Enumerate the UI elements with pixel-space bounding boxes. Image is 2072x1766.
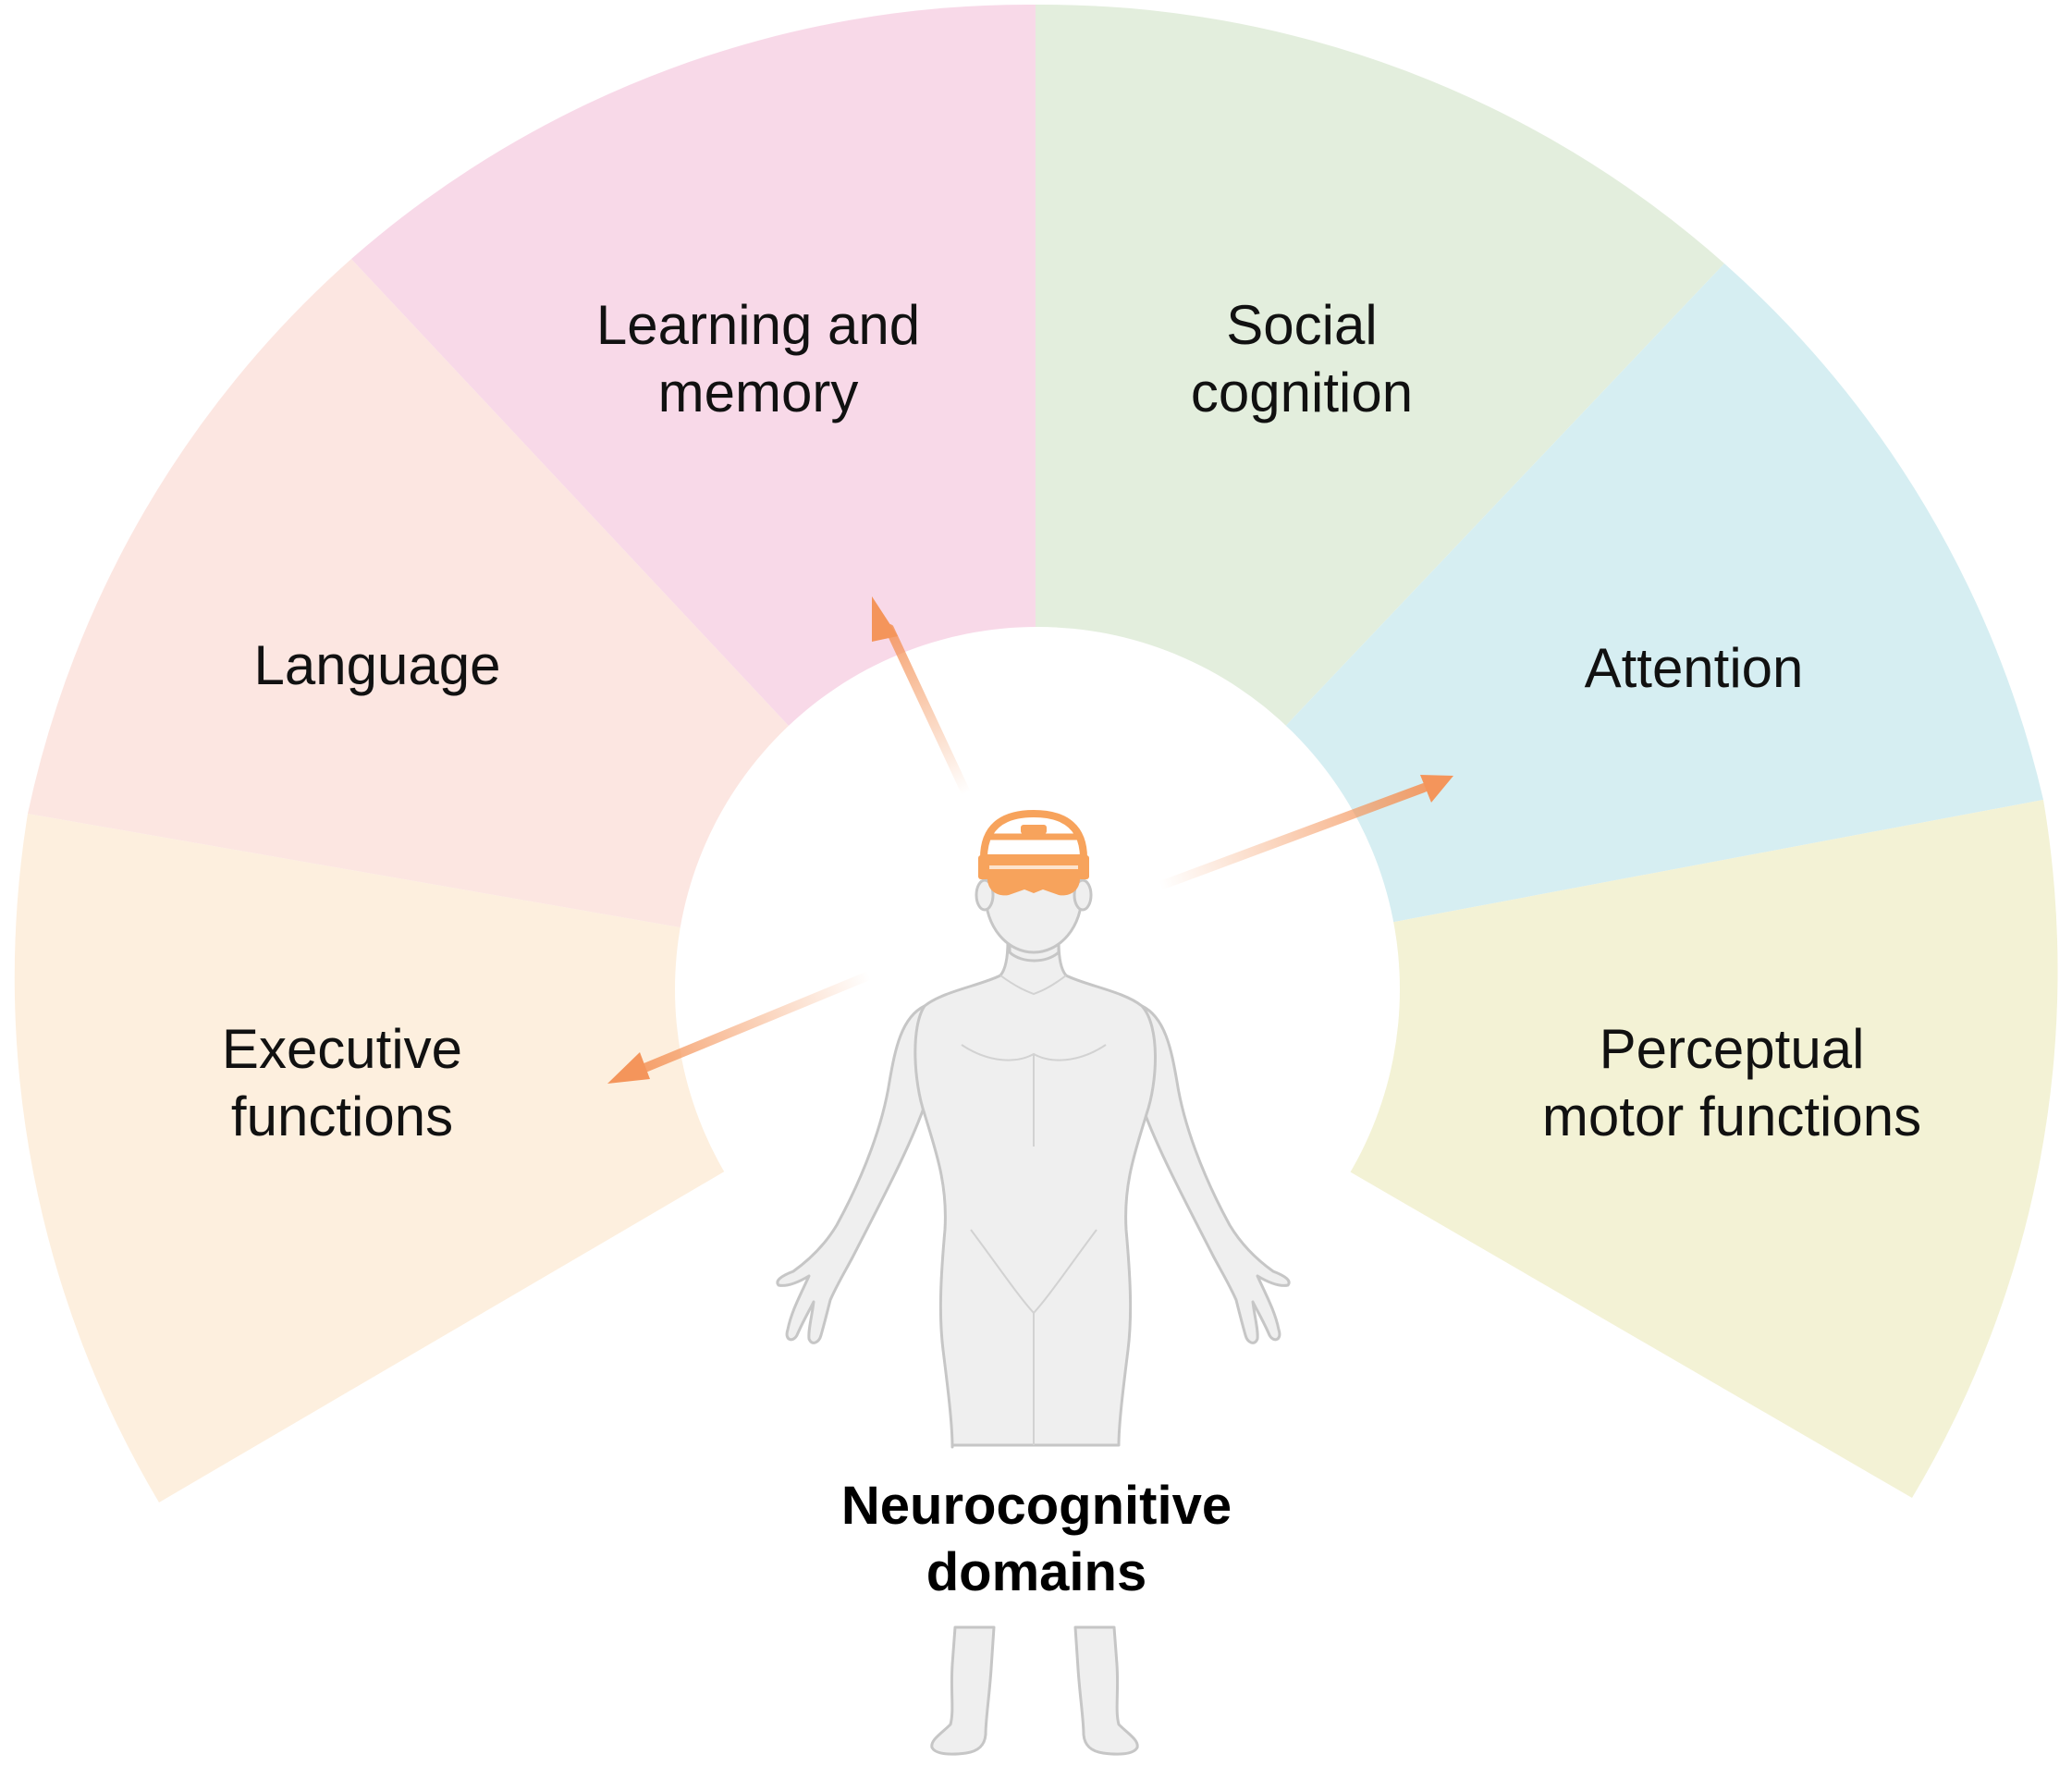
label-learning-and-memory: Learning and xyxy=(596,294,920,356)
body-detail-lines xyxy=(961,975,1107,1445)
arrowhead-up xyxy=(872,596,898,642)
human-figure-legs xyxy=(930,1625,1139,1756)
center-title: Neurocognitive xyxy=(841,1476,1232,1536)
label-attention: Attention xyxy=(1585,637,1804,699)
human-figure-icon xyxy=(776,836,1291,1449)
arrow-to-attention xyxy=(1156,775,1453,890)
label-social-cognition-line2: cognition xyxy=(1191,362,1413,423)
arrow-to-executive-functions xyxy=(607,971,874,1084)
arrow-to-learning-and-memory xyxy=(872,596,971,798)
label-executive-functions: Executive xyxy=(222,1018,462,1080)
label-language: Language xyxy=(254,634,501,696)
label-perceptual-motor-functions-line2: motor functions xyxy=(1542,1085,1921,1147)
ears xyxy=(975,878,1093,912)
center-title-line2: domains xyxy=(926,1542,1147,1602)
arrowhead-right xyxy=(1420,775,1453,803)
vr-headset-icon xyxy=(978,809,1089,896)
arrowhead-left xyxy=(607,1052,650,1084)
label-social-cognition: Social xyxy=(1226,294,1377,356)
label-learning-and-memory-line2: memory xyxy=(658,362,859,423)
label-executive-functions-line2: functions xyxy=(231,1085,453,1147)
label-perceptual-motor-functions: Perceptual xyxy=(1600,1018,1865,1080)
